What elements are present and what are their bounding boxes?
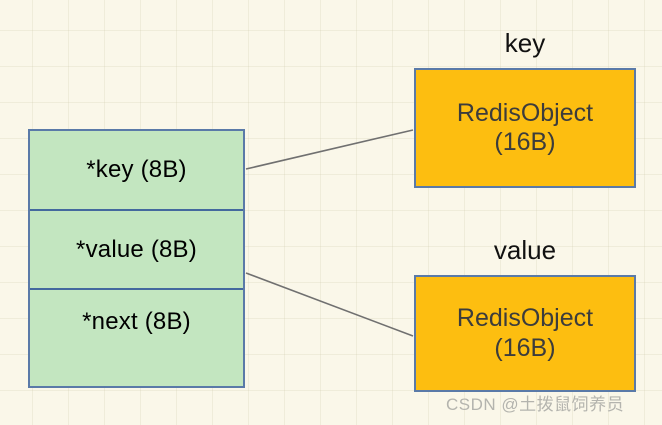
value-redis-object-size: (16B) (494, 333, 556, 362)
value-redis-object-box: RedisObject (16B) (414, 275, 636, 392)
key-pointer-line (245, 129, 414, 170)
entry-row-value: *value (8B) (30, 208, 243, 289)
key-redis-object-title: RedisObject (456, 98, 594, 127)
value-redis-object-title: RedisObject (456, 304, 594, 332)
entry-row-value-label: *value (8B) (76, 235, 197, 263)
key-caption: key (504, 28, 546, 58)
entry-row-next-label: *next (8B) (82, 308, 191, 336)
value-caption: value (493, 235, 557, 265)
dict-entry-struct: *key (8B) *value (8B) *next (8B) (28, 129, 245, 388)
watermark: CSDN @土拨鼠饲养员 (446, 395, 625, 414)
key-redis-object-size: (16B) (494, 128, 556, 156)
entry-row-next: *next (8B) (30, 288, 243, 387)
entry-row-key: *key (8B) (30, 131, 243, 209)
key-redis-object-box: RedisObject (16B) (414, 68, 636, 188)
entry-row-key-label: *key (8B) (86, 155, 187, 183)
value-pointer-line (245, 272, 414, 337)
